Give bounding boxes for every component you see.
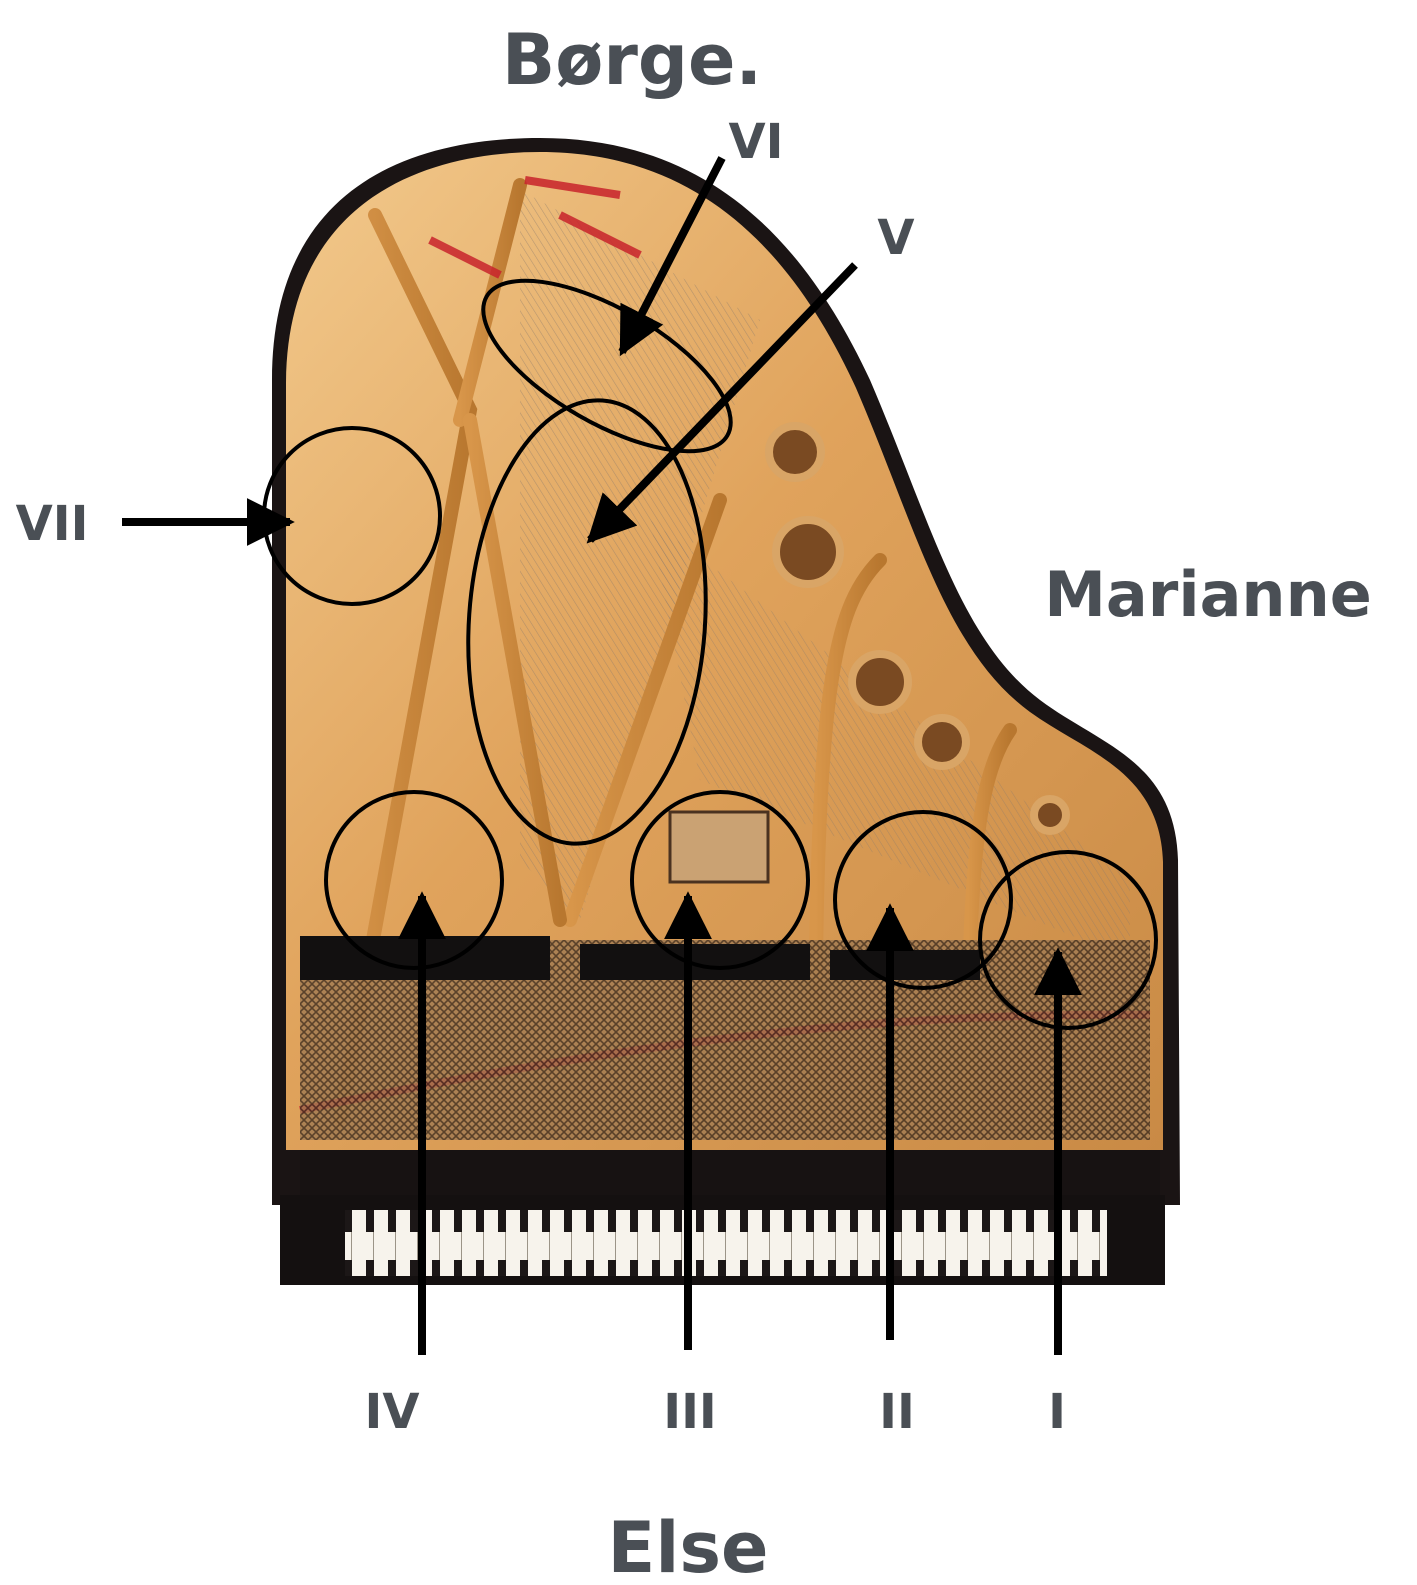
- label-i: I: [1048, 1384, 1066, 1440]
- label-borge: Børge.: [502, 19, 762, 101]
- label-marianne: Marianne: [1044, 558, 1372, 631]
- label-ii: II: [879, 1384, 915, 1440]
- keyboard: [345, 1210, 1107, 1276]
- label-iv: IV: [364, 1384, 419, 1440]
- label-vi: VI: [728, 114, 783, 170]
- label-else: Else: [608, 1507, 769, 1585]
- label-iii: III: [663, 1384, 717, 1440]
- grand-piano: [272, 138, 1180, 1285]
- brand-plaque: [670, 812, 768, 882]
- label-v: V: [877, 210, 914, 266]
- fallboard: [300, 1150, 1160, 1200]
- label-vii: VII: [16, 496, 89, 552]
